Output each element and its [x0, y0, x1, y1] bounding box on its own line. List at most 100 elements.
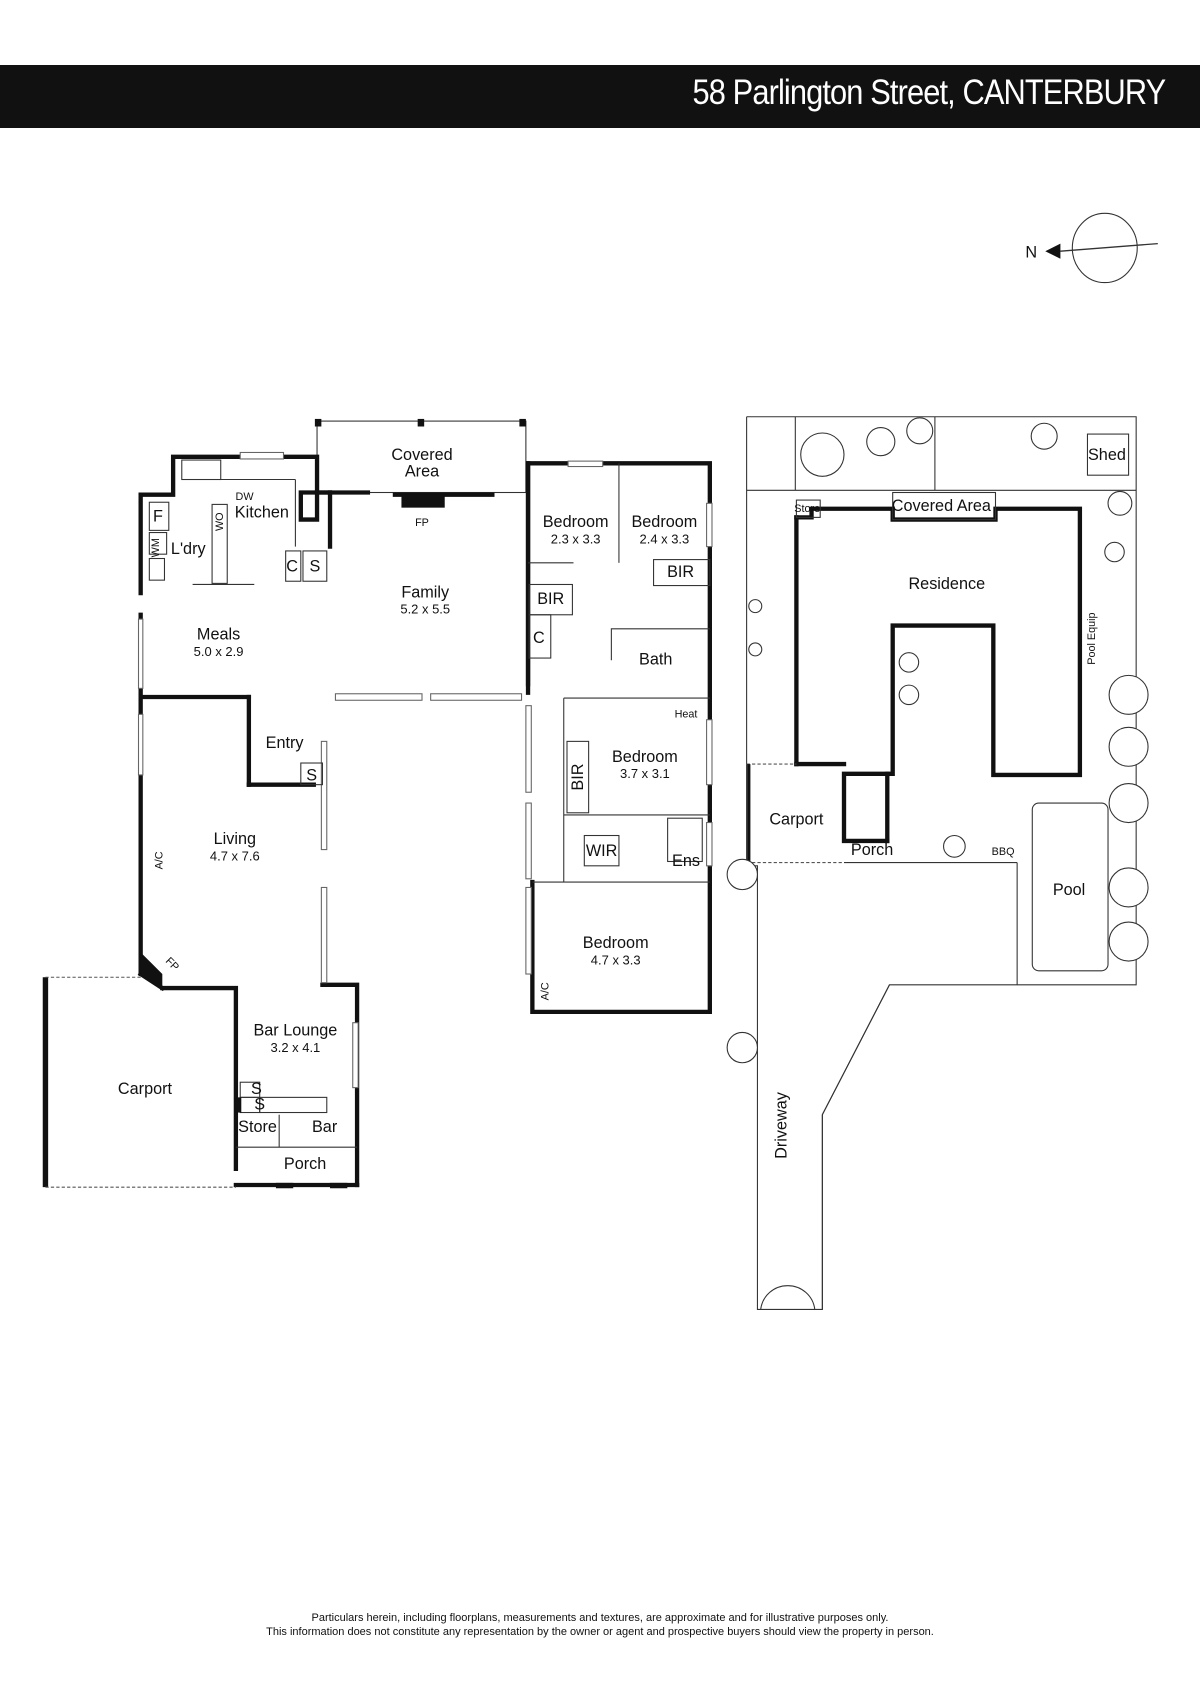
plan-line — [320, 982, 360, 1188]
plan-line — [706, 821, 713, 867]
fixture-label: BIR — [667, 563, 694, 581]
fixture-label: S — [251, 1080, 262, 1098]
plan-line — [726, 858, 758, 891]
plan-line — [760, 1285, 816, 1310]
plan-line — [334, 693, 423, 701]
plan-line — [417, 418, 425, 427]
plan-line — [866, 427, 896, 457]
plan-line — [1108, 867, 1149, 908]
plan-line — [137, 618, 144, 689]
room-size: 2.3 x 3.3 — [551, 531, 601, 546]
plan-line — [285, 550, 302, 582]
header-band: 58 Parlington Street, CANTERBURY — [0, 65, 1200, 128]
plan-line — [160, 985, 239, 1171]
plan-line — [275, 1182, 294, 1189]
bbq-label: BBQ — [992, 846, 1015, 858]
covered-area-label: Covered Area — [892, 497, 992, 515]
plan-line — [1108, 921, 1149, 962]
plan-line — [525, 705, 532, 793]
compass-label: N — [1025, 244, 1037, 262]
plan-line — [211, 503, 228, 584]
fixture-label: S — [309, 557, 320, 575]
plan-line — [1107, 490, 1133, 516]
plan-line — [298, 490, 320, 522]
plan-line — [726, 1031, 758, 1064]
room-label: Bedroom — [583, 934, 649, 952]
driveway-label: Driveway — [773, 1091, 791, 1159]
fixture-label: Heat — [675, 709, 698, 721]
floor-plan: Covered Area FP Kitchen DW WO F WM L'dry… — [42, 418, 713, 1189]
fixture-label: A/C — [153, 851, 165, 869]
plan-line — [794, 506, 1083, 844]
tree-icons — [726, 417, 1149, 1064]
plan-line — [898, 684, 920, 706]
plan-line — [583, 834, 620, 867]
fixture-label: FP — [415, 517, 429, 529]
plan-line — [519, 418, 526, 427]
room-label: WIR — [586, 842, 618, 860]
fixture-label: BIR — [569, 764, 587, 791]
room-size: 4.7 x 3.3 — [591, 952, 641, 967]
room-label: Meals — [197, 626, 240, 644]
room-label: Area — [405, 462, 440, 480]
fixture-label: S — [306, 766, 317, 784]
plan-line — [148, 501, 170, 531]
room-size: 5.2 x 5.5 — [400, 602, 450, 617]
plan-line — [140, 952, 163, 989]
room-label: Bedroom — [612, 748, 678, 766]
room-size: 3.2 x 4.1 — [271, 1040, 321, 1055]
room-label: Carport — [118, 1080, 173, 1098]
room-size: 5.0 x 2.9 — [194, 644, 244, 659]
plan-line — [943, 834, 966, 858]
fixture-label: S — [254, 1095, 265, 1113]
room-size: 2.4 x 3.3 — [640, 531, 690, 546]
property-address: 58 Parlington Street, CANTERBURY — [692, 73, 1166, 112]
plan-line — [148, 531, 168, 555]
plan-line — [320, 886, 328, 984]
plan-line — [314, 418, 322, 427]
plan-line — [1108, 726, 1149, 767]
room-label: L'dry — [171, 540, 207, 558]
plan-line — [300, 762, 323, 786]
site-plan: Shed Store Covered Area Residence Pool E… — [726, 416, 1149, 1310]
plan-line — [1086, 433, 1130, 476]
plan-line — [906, 417, 934, 445]
plan-line — [235, 1097, 242, 1113]
pool-equip-label: Pool Equip — [1086, 612, 1098, 664]
plan-line — [748, 642, 763, 657]
fixture-label: BIR — [537, 590, 564, 608]
plan-line — [706, 502, 713, 548]
plan-line — [567, 460, 604, 468]
plan-line — [430, 693, 523, 701]
plan-line — [800, 432, 845, 477]
north-compass-icon: N — [1025, 212, 1158, 284]
plan-line — [525, 886, 532, 975]
plan-line — [667, 817, 703, 863]
plan-line — [181, 459, 222, 481]
room-label: Family — [401, 583, 450, 601]
room-label: Ens — [672, 852, 700, 870]
room-label: Bedroom — [631, 513, 697, 531]
room-size: 3.7 x 3.1 — [620, 766, 670, 781]
plan-line — [148, 557, 166, 581]
fixture-label: A/C — [540, 982, 552, 1000]
plan-line — [1060, 242, 1158, 252]
plan-line — [401, 494, 445, 508]
plan-line — [610, 628, 710, 661]
plan-line — [352, 1022, 359, 1089]
fixture-label: WM — [150, 538, 162, 557]
room-label: Kitchen — [235, 503, 289, 521]
plan-line — [1108, 674, 1149, 715]
plan-line — [525, 802, 532, 880]
plan-line — [137, 713, 144, 776]
plan-line — [892, 491, 997, 521]
fixture-label: DW — [236, 491, 255, 503]
plan-line — [302, 550, 328, 582]
room-label: Bedroom — [543, 513, 609, 531]
room-label: Entry — [266, 734, 305, 752]
disclaimer-line-2: This information does not constitute any… — [266, 1626, 934, 1638]
plan-line — [1030, 422, 1058, 450]
fixture-label: C — [286, 557, 298, 575]
residence-label: Residence — [908, 575, 985, 593]
room-label: Covered — [391, 446, 452, 464]
